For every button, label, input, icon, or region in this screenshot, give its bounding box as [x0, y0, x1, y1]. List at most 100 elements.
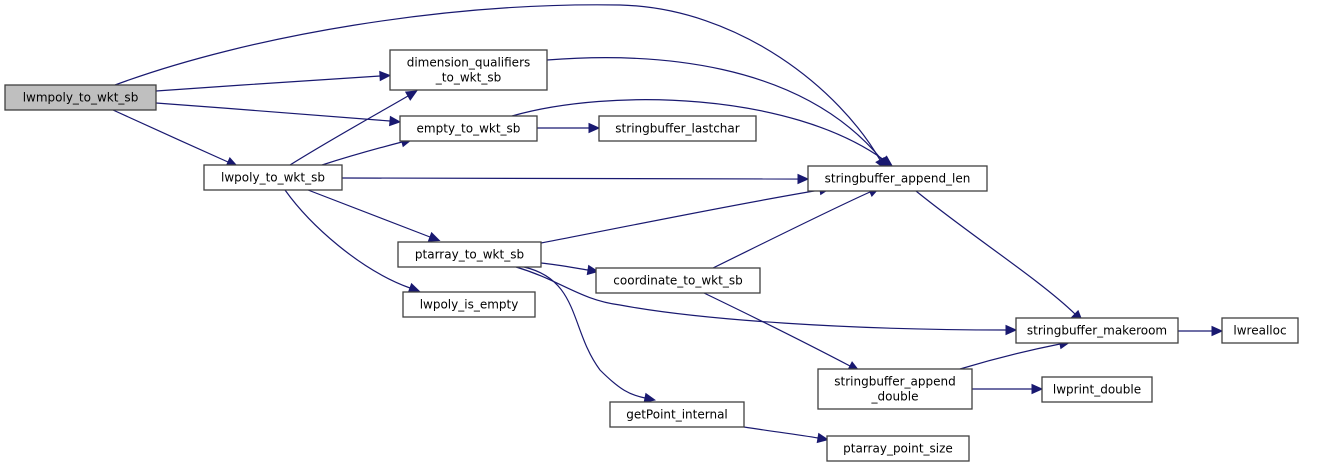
edge-line [284, 189, 411, 289]
arrowhead-icon [427, 231, 441, 242]
node-label: stringbuffer_append_len [825, 172, 971, 186]
node-dimension_qualifiers_to_wkt_sb[interactable]: dimension_qualifiers_to_wkt_sb [389, 49, 548, 91]
node-lwmpoly_to_wkt_sb: lwmpoly_to_wkt_sb [4, 84, 157, 111]
arrowhead-icon [379, 70, 392, 82]
node-box [1221, 317, 1299, 344]
edge-ptarray_to_wkt_sb-to-stringbuffer_makeroom [515, 266, 1018, 336]
arrowhead-icon [1211, 325, 1224, 337]
node-label: lwpoly_is_empty [420, 298, 519, 312]
edge-line [341, 177, 799, 180]
edge-stringbuffer_append_double-to-stringbuffer_makeroom [959, 338, 1072, 370]
node-label: stringbuffer_lastchar [615, 122, 739, 136]
node-box [817, 368, 973, 410]
arrowhead-icon [797, 173, 810, 185]
edge-coordinate_to_wkt_sb-to-stringbuffer_append_len [712, 187, 881, 269]
edge-line [546, 57, 883, 161]
edge-line [114, 4, 881, 161]
edge-line [703, 292, 851, 367]
node-label: stringbuffer_append [834, 375, 955, 389]
edge-line [155, 75, 381, 92]
node-label: lwrealloc [1233, 324, 1286, 338]
edge-lwmpoly_to_wkt_sb-to-empty_to_wkt_sb [155, 102, 402, 127]
arrowhead-icon [407, 282, 421, 293]
nodes-layer: lwmpoly_to_wkt_sb dimension_qualifiers_to… [4, 49, 1299, 462]
arrowhead-icon [643, 392, 657, 404]
node-label: _to_wkt_sb [435, 71, 501, 85]
arrowhead-icon [816, 432, 830, 444]
node-label: empty_to_wkt_sb [417, 122, 521, 136]
edge-lwpoly_to_wkt_sb-to-stringbuffer_append_len [341, 173, 810, 185]
node-lwpoly_is_empty[interactable]: lwpoly_is_empty [402, 291, 536, 318]
node-box [598, 115, 757, 142]
node-box [203, 164, 343, 191]
node-box [595, 267, 761, 294]
edge-line [915, 190, 1076, 315]
node-label: coordinate_to_wkt_sb [613, 274, 742, 288]
edge-lwmpoly_to_wkt_sb-to-dimension_qualifiers_to_wkt_sb [155, 70, 392, 92]
node-box [807, 165, 988, 192]
edge-line [289, 95, 409, 166]
edge-getPoint_internal-to-ptarray_point_size [743, 426, 830, 444]
node-empty_to_wkt_sb[interactable]: empty_to_wkt_sb [399, 115, 538, 142]
edge-ptarray_to_wkt_sb-to-stringbuffer_append_len [540, 184, 832, 244]
arrowhead-icon [880, 155, 894, 167]
node-label: dimension_qualifiers [407, 56, 531, 70]
arrowhead-icon [588, 122, 601, 134]
node-box [399, 115, 538, 142]
edge-line [959, 343, 1061, 370]
edge-ptarray_to_wkt_sb-to-getPoint_internal [523, 266, 657, 404]
node-box [397, 241, 542, 268]
node-label: stringbuffer_makeroom [1027, 324, 1167, 338]
node-lwprint_double[interactable]: lwprint_double [1041, 376, 1153, 403]
node-box [389, 49, 548, 91]
edge-line [515, 266, 1007, 331]
node-label: lwprint_double [1053, 383, 1141, 397]
edge-lwmpoly_to_wkt_sb-to-lwpoly_to_wkt_sb [112, 109, 239, 167]
edge-lwpoly_to_wkt_sb-to-lwpoly_is_empty [284, 189, 421, 293]
node-label: ptarray_to_wkt_sb [415, 248, 524, 262]
edge-line [155, 102, 391, 122]
node-ptarray_to_wkt_sb[interactable]: ptarray_to_wkt_sb [397, 241, 542, 268]
edge-lwpoly_to_wkt_sb-to-ptarray_to_wkt_sb [307, 189, 441, 242]
node-box [402, 291, 536, 318]
arrowhead-icon [389, 115, 402, 127]
arrowhead-icon [1031, 383, 1044, 395]
edge-empty_to_wkt_sb-to-stringbuffer_append_len [511, 99, 894, 167]
node-stringbuffer_append_len[interactable]: stringbuffer_append_len [807, 165, 988, 192]
node-lwrealloc[interactable]: lwrealloc [1221, 317, 1299, 344]
node-coordinate_to_wkt_sb[interactable]: coordinate_to_wkt_sb [595, 267, 761, 294]
node-label: _double [871, 390, 919, 404]
node-stringbuffer_makeroom[interactable]: stringbuffer_makeroom [1015, 317, 1179, 344]
node-label: ptarray_point_size [843, 442, 953, 456]
node-box [1041, 376, 1153, 403]
arrowhead-icon [404, 90, 418, 101]
edge-line [712, 191, 871, 269]
edge-stringbuffer_append_len-to-stringbuffer_makeroom [915, 190, 1084, 322]
node-box [609, 401, 745, 428]
node-stringbuffer_lastchar[interactable]: stringbuffer_lastchar [598, 115, 757, 142]
edge-line [307, 189, 431, 238]
node-label: lwpoly_to_wkt_sb [221, 171, 325, 185]
node-getPoint_internal[interactable]: getPoint_internal [609, 401, 745, 428]
edge-stringbuffer_append_double-to-lwprint_double [972, 383, 1044, 395]
node-label: getPoint_internal [626, 408, 728, 422]
node-box [826, 435, 970, 462]
edge-coordinate_to_wkt_sb-to-stringbuffer_append_double [703, 292, 860, 372]
node-box [4, 84, 157, 111]
edge-line [511, 99, 885, 161]
edge-line [540, 189, 821, 244]
node-ptarray_point_size[interactable]: ptarray_point_size [826, 435, 970, 462]
node-label: lwmpoly_to_wkt_sb [23, 91, 139, 105]
edge-dimension_qualifiers_to_wkt_sb-to-stringbuffer_append_len [546, 57, 890, 169]
node-stringbuffer_append_double[interactable]: stringbuffer_append_double [817, 368, 973, 410]
edge-ptarray_to_wkt_sb-to-coordinate_to_wkt_sb [540, 262, 600, 276]
edge-stringbuffer_makeroom-to-lwrealloc [1178, 325, 1224, 337]
edge-line [743, 426, 819, 439]
edge-line [540, 262, 589, 271]
node-lwpoly_to_wkt_sb[interactable]: lwpoly_to_wkt_sb [203, 164, 343, 191]
arrowhead-icon [1005, 324, 1018, 336]
edge-lwpoly_to_wkt_sb-to-empty_to_wkt_sb [321, 137, 413, 166]
edge-lwpoly_to_wkt_sb-to-dimension_qualifiers_to_wkt_sb [289, 90, 418, 166]
edge-line [321, 141, 403, 166]
